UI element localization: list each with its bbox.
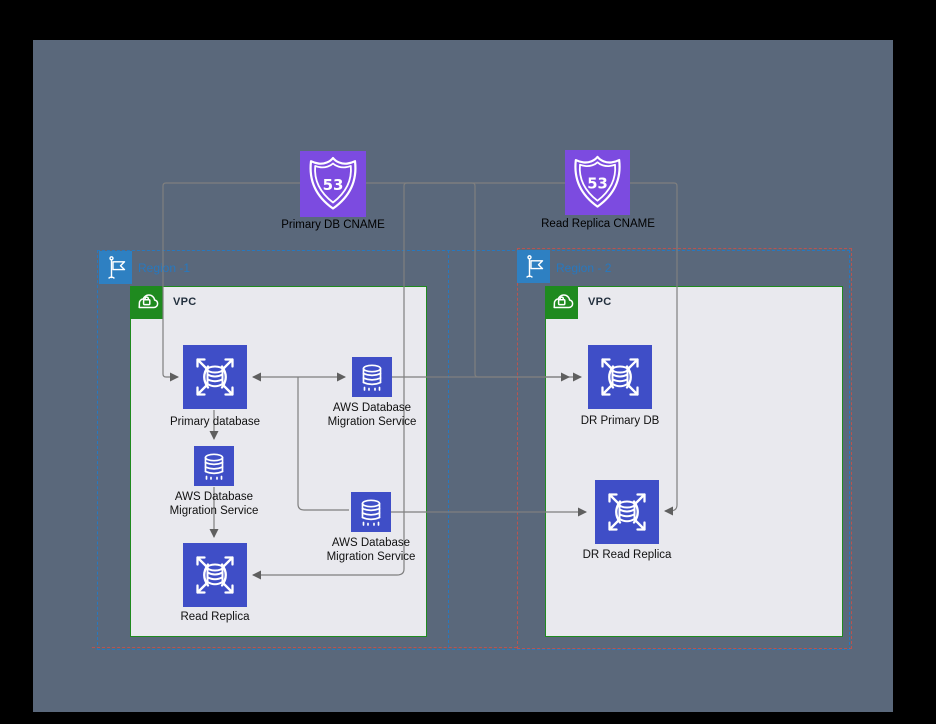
route53-primary-label: Primary DB CNAME	[281, 219, 385, 231]
dms-top-label: AWS Database Migration Service	[327, 402, 417, 428]
rds-instance-icon	[608, 493, 646, 531]
dms-left-icon[interactable]	[194, 446, 234, 486]
region2-label: Region - 2	[556, 261, 612, 275]
vpc-region1[interactable]: VPC	[130, 286, 427, 637]
dr-primary-db-label: DR Primary DB	[580, 415, 660, 427]
dms-database-icon	[204, 453, 224, 480]
region2-flag-icon[interactable]	[517, 250, 550, 283]
flag-icon	[526, 255, 544, 278]
vpc-cloud-lock-icon	[553, 294, 574, 309]
primary-database-icon[interactable]	[183, 345, 247, 409]
route53-shield-icon: 53	[309, 156, 357, 210]
diagram-canvas: VPC VPC	[33, 40, 893, 712]
dms-top-icon[interactable]	[352, 357, 392, 397]
route53-replica-icon[interactable]: 53	[565, 150, 630, 215]
dr-read-replica-label: DR Read Replica	[582, 549, 672, 561]
vpc2-label: VPC	[588, 296, 612, 308]
route53-primary-icon[interactable]: 53	[300, 151, 366, 217]
read-replica-icon[interactable]	[183, 543, 247, 607]
vpc-region2[interactable]: VPC	[545, 286, 843, 637]
region1-label: Region -1	[138, 261, 191, 275]
dr-primary-db-icon[interactable]	[588, 345, 652, 409]
vpc-icon-tab	[545, 286, 578, 319]
vpc-cloud-lock-icon	[138, 294, 159, 309]
rds-instance-icon	[196, 556, 234, 594]
vpc1-label: VPC	[173, 296, 197, 308]
read-replica-label: Read Replica	[180, 611, 250, 623]
dms-bottom-label: AWS Database Migration Service	[326, 537, 416, 563]
dr-bottom-line	[92, 647, 517, 648]
region1-flag-icon[interactable]	[99, 251, 132, 284]
rds-instance-icon	[196, 358, 234, 396]
region1-right-border	[448, 250, 449, 648]
dr-read-replica-icon[interactable]	[595, 480, 659, 544]
flag-icon	[108, 256, 126, 279]
svg-text:53: 53	[323, 176, 344, 194]
svg-text:53: 53	[587, 175, 608, 192]
primary-database-label: Primary database	[169, 416, 261, 428]
route53-replica-label: Read Replica CNAME	[541, 218, 655, 230]
rds-instance-icon	[601, 358, 639, 396]
route53-shield-icon: 53	[574, 155, 621, 208]
dms-left-label: AWS Database Migration Service	[169, 491, 259, 517]
dms-database-icon	[361, 499, 381, 526]
dms-bottom-icon[interactable]	[351, 492, 391, 532]
dms-database-icon	[362, 364, 382, 391]
vpc-icon-tab	[130, 286, 163, 319]
